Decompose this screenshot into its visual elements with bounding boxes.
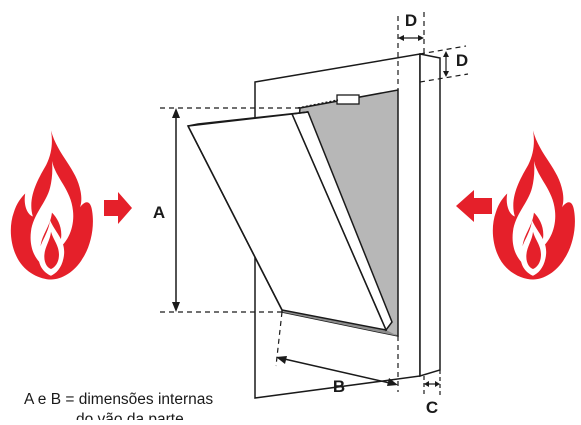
flame-icon — [492, 130, 575, 280]
label-b: B — [333, 377, 345, 396]
dimension-b: B — [275, 311, 399, 396]
label-a: A — [153, 203, 165, 222]
door-leaf — [186, 111, 393, 332]
arrow-right-icon — [104, 192, 132, 224]
flame-icon — [10, 130, 93, 280]
label-d-right: D — [456, 51, 468, 70]
arrow-left-icon — [456, 190, 492, 222]
caption-line-2: do vão da parte — [76, 411, 184, 420]
caption: A e B = dimensões internas do vão da par… — [24, 391, 213, 425]
hinge — [297, 94, 360, 109]
caption-line-1: A e B = dimensões internas — [24, 391, 213, 408]
left-fire — [10, 130, 132, 280]
dimension-c: C — [423, 370, 441, 417]
wall-edge — [419, 53, 441, 378]
label-d-top: D — [405, 11, 417, 30]
right-fire — [456, 130, 575, 280]
label-c: C — [426, 398, 438, 417]
dimension-d-top: D — [397, 11, 425, 90]
dimension-a: A — [152, 107, 300, 313]
dimension-d-right: D — [419, 45, 468, 83]
